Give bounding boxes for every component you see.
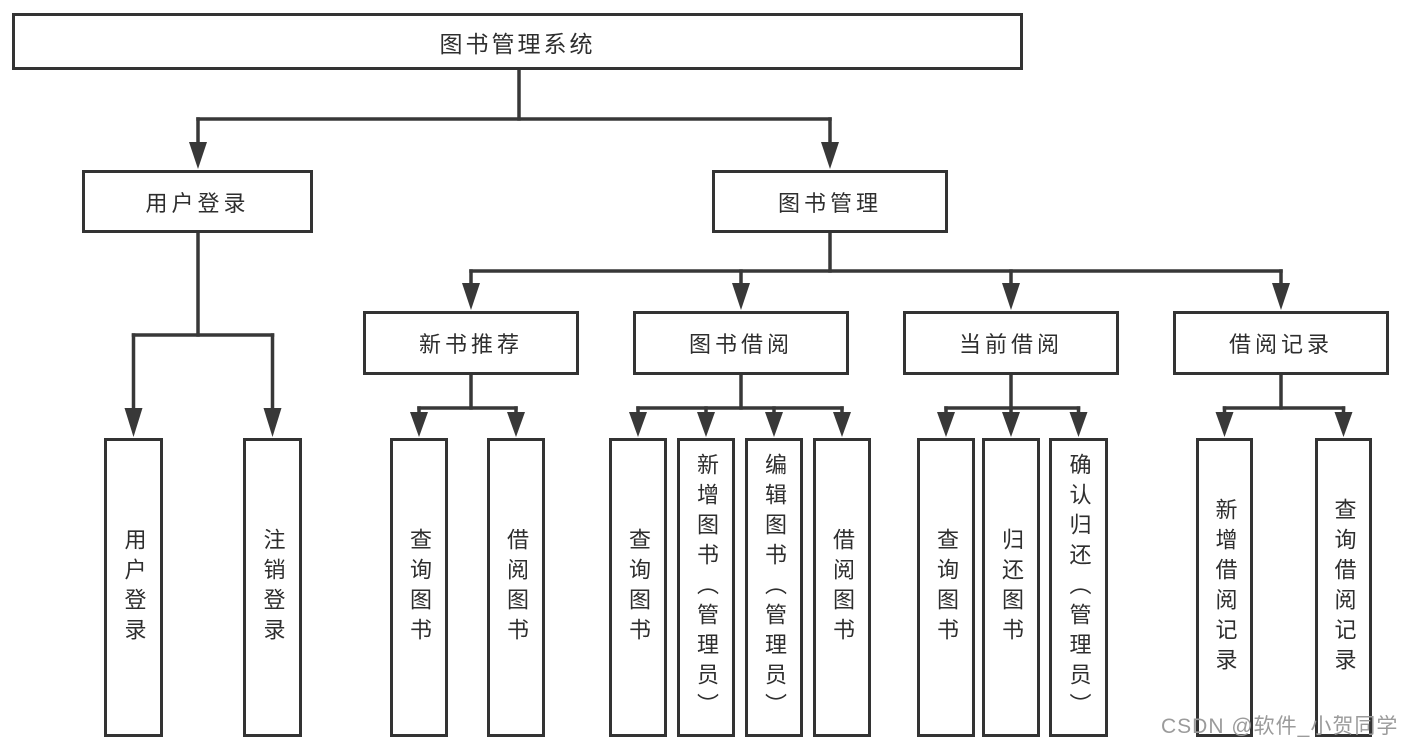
node-label: 借阅图书 bbox=[504, 527, 529, 648]
connector-borrowing-records-branch bbox=[1215, 373, 1353, 437]
leaf-query-books-borrowing: 查询图书 bbox=[609, 438, 667, 737]
connector-book-management-branch bbox=[462, 231, 1290, 310]
csdn-watermark: CSDN @软件_小贺同学 bbox=[1161, 715, 1399, 738]
node-borrowing-records: 借阅记录 bbox=[1173, 311, 1389, 375]
node-label: 当前借阅 bbox=[958, 332, 1063, 357]
connector-root-to-level2 bbox=[189, 67, 839, 169]
node-label: 查询图书 bbox=[934, 527, 959, 648]
node-label: 图书借阅 bbox=[688, 332, 793, 357]
leaf-return-book: 归还图书 bbox=[982, 438, 1040, 737]
node-label: 图书管理系统 bbox=[439, 30, 596, 57]
node-label: 查询图书 bbox=[407, 527, 432, 648]
node-book-borrowing: 图书借阅 bbox=[633, 311, 849, 375]
leaf-query-borrow-record: 查询借阅记录 bbox=[1315, 438, 1372, 737]
node-label: 归还图书 bbox=[999, 527, 1024, 648]
connector-new-book-recommend-branch bbox=[410, 373, 525, 437]
leaf-borrow-books-recommend: 借阅图书 bbox=[487, 438, 545, 737]
leaf-query-books-current: 查询图书 bbox=[917, 438, 975, 737]
connector-current-borrowing-branch bbox=[937, 373, 1088, 437]
node-label: 新书推荐 bbox=[418, 332, 523, 357]
node-label: 编辑图书（管理员） bbox=[762, 452, 787, 723]
leaf-add-borrow-record: 新增借阅记录 bbox=[1196, 438, 1253, 737]
node-book-management: 图书管理 bbox=[712, 170, 948, 233]
node-user-login: 用户登录 bbox=[82, 170, 313, 233]
node-label: 注销登录 bbox=[260, 527, 286, 648]
leaf-user-login: 用户登录 bbox=[104, 438, 163, 737]
leaf-borrow-books-borrowing: 借阅图书 bbox=[813, 438, 871, 737]
node-label: 借阅图书 bbox=[830, 527, 855, 648]
node-label: 查询借阅记录 bbox=[1331, 497, 1357, 678]
leaf-confirm-return-admin: 确认归还（管理员） bbox=[1049, 438, 1108, 737]
leaf-logout-login: 注销登录 bbox=[243, 438, 302, 737]
node-label: 图书管理 bbox=[777, 190, 882, 216]
node-label: 借阅记录 bbox=[1228, 332, 1333, 357]
node-label: 确认归还（管理员） bbox=[1066, 452, 1092, 723]
node-label: 新增图书（管理员） bbox=[694, 452, 719, 723]
node-label: 用户登录 bbox=[145, 190, 250, 216]
node-label: 用户登录 bbox=[121, 527, 147, 648]
node-new-book-recommend: 新书推荐 bbox=[363, 311, 579, 375]
connector-user-login-branch bbox=[124, 231, 282, 437]
node-label: 新增借阅记录 bbox=[1212, 497, 1238, 678]
node-label: 查询图书 bbox=[626, 527, 651, 648]
leaf-edit-book-admin: 编辑图书（管理员） bbox=[745, 438, 803, 737]
node-root: 图书管理系统 bbox=[12, 13, 1023, 70]
leaf-add-book-admin: 新增图书（管理员） bbox=[677, 438, 735, 737]
leaf-query-books-recommend: 查询图书 bbox=[390, 438, 448, 737]
node-current-borrowing: 当前借阅 bbox=[903, 311, 1119, 375]
connector-book-borrowing-branch bbox=[629, 373, 851, 437]
